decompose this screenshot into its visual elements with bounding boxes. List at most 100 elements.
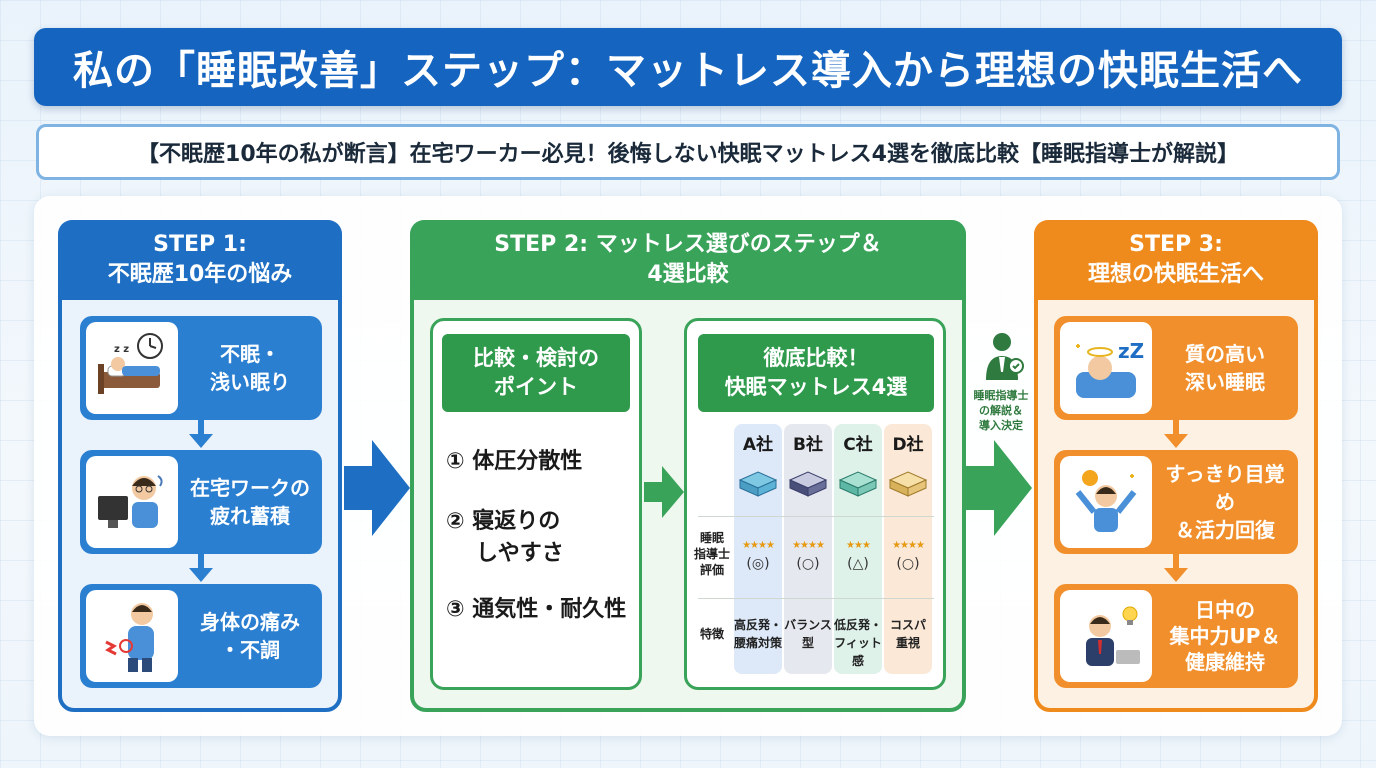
step1-card1-line2: 浅い眠り	[210, 370, 290, 394]
advisor-line3: 導入決定	[979, 419, 1023, 432]
step1-connector-stem-2	[198, 554, 204, 570]
step1-connector-stem	[198, 420, 204, 436]
step3-header: STEP 3: 理想の快眠生活へ	[1034, 220, 1318, 300]
rating-label-line1: 睡眠	[699, 531, 724, 545]
step1-card-fatigue: 在宅ワークの 疲れ蓄積	[80, 450, 322, 554]
focused-worker-lightbulb-icon	[1060, 590, 1152, 682]
company-a-feature: 高反発・ 腰痛対策	[733, 616, 783, 652]
company-c-grade: (△)	[847, 556, 869, 572]
company-a-feature-line1: 高反発・	[733, 618, 782, 632]
step1-down-arrow	[189, 434, 213, 448]
sleep-advisor-icon	[986, 333, 1024, 380]
company-a-stars: ★★★★	[742, 540, 775, 551]
company-d-label: D社	[892, 435, 924, 455]
company-a-column	[734, 424, 782, 674]
mattress-d-icon	[888, 471, 928, 497]
step3-connector-stem-2	[1173, 554, 1179, 570]
step2-header-line1: STEP 2: マットレス選びのステップ＆	[494, 232, 882, 257]
point-2-line2: しやすさ	[476, 541, 564, 566]
company-c-feature: 低反発・ フィット感	[831, 616, 885, 670]
rating-label-line2: 指導士	[694, 547, 731, 561]
step1-card3-line1: 身体の痛み	[200, 610, 300, 634]
step3-card-deep-sleep: zZ 質の高い 深い睡眠	[1054, 316, 1298, 420]
point-1-line1: ① 体圧分散性	[446, 449, 583, 474]
step1-card2-line2: 疲れ蓄積	[210, 504, 290, 528]
company-d-grade: (○)	[896, 556, 920, 572]
step1-card-pain: 身体の痛み ・不調	[80, 584, 322, 688]
advisor-line1: 睡眠指導士	[973, 389, 1029, 402]
company-b-stars: ★★★★	[792, 540, 825, 551]
company-b-feature: バランス 型	[783, 616, 833, 652]
company-d-stars: ★★★★	[892, 540, 925, 551]
company-a-label: A社	[742, 435, 774, 455]
points-to-compare-arrow	[644, 466, 684, 518]
mattress-b-icon	[788, 471, 828, 497]
company-b-feature-line1: バランス	[784, 618, 832, 632]
point-3-line1: ③ 通気性・耐久性	[446, 597, 627, 622]
compare-header-line2: 快眠マットレス4選	[724, 375, 908, 399]
company-c-stars: ★★★	[846, 540, 871, 551]
company-b-feature-line2: 型	[801, 636, 814, 650]
step1-card2-line1: 在宅ワークの	[190, 476, 310, 500]
step3-down-arrow	[1164, 434, 1188, 448]
company-c-column	[834, 424, 882, 674]
sleeping-person-clock-icon: z z	[86, 322, 178, 414]
step1-header-line2: 不眠歴10年の悩み	[107, 262, 293, 287]
step2-to-step3-arrow	[966, 440, 1032, 536]
step1-down-arrow-2	[189, 568, 213, 582]
step3-card3-line2: 集中力UP＆	[1169, 624, 1281, 648]
company-c-feature-line1: 低反発・	[833, 618, 882, 632]
step3-card1-line2: 深い睡眠	[1185, 370, 1265, 394]
company-a-feature-line2: 腰痛対策	[733, 636, 782, 650]
company-c-label: C社	[843, 435, 873, 455]
step3-header-line1: STEP 3:	[1129, 232, 1223, 257]
point-item: ③ 通気性・耐久性	[446, 594, 626, 626]
step3-card1-line1: 質の高い	[1185, 342, 1265, 366]
step3-card-focus: 日中の 集中力UP＆ 健康維持	[1054, 584, 1298, 688]
step1-header-line1: STEP 1:	[153, 232, 247, 257]
step3-connector-stem	[1173, 420, 1179, 436]
point-2-line1: ② 寝返りの	[446, 509, 561, 534]
step3-card2-line1: すっきり目覚め	[1165, 462, 1285, 514]
refreshed-person-sun-icon	[1060, 456, 1152, 548]
point-item: ② 寝返りの しやすさ	[446, 506, 564, 570]
company-b-column	[784, 424, 832, 674]
company-d-feature: コスパ 重視	[883, 616, 933, 652]
company-c-feature-line2: フィット感	[834, 636, 882, 668]
step3-card2-line2: ＆活力回復	[1175, 518, 1275, 542]
deep-sleep-person-icon: zZ	[1060, 322, 1152, 414]
step3-down-arrow-2	[1164, 568, 1188, 582]
points-header-line2: ポイント	[494, 375, 578, 399]
step3-header-line2: 理想の快眠生活へ	[1087, 262, 1264, 287]
points-header-line1: 比較・検討の	[473, 346, 599, 370]
rating-label-line3: 評価	[699, 563, 724, 577]
point-item: ① 体圧分散性	[446, 446, 582, 478]
step1-card1-line1: 不眠・	[220, 342, 280, 366]
feature-row-label: 特徴	[699, 627, 724, 641]
rating-row-label: 睡眠 指導士 評価	[694, 530, 730, 578]
mattress-c-icon	[838, 471, 878, 497]
compare-header: 徹底比較！ 快眠マットレス4選	[698, 334, 934, 412]
page-title: 私の「睡眠改善」ステップ：マットレス導入から理想の快眠生活へ	[34, 28, 1342, 106]
advisor-caption: 睡眠指導士 の解説＆ 導入決定	[968, 388, 1034, 433]
step2-header: STEP 2: マットレス選びのステップ＆ 4選比較	[410, 220, 966, 300]
page-subtitle: 【不眠歴10年の私が断言】在宅ワーカー必見！後悔しない快眠マットレス4選を徹底比…	[36, 124, 1340, 180]
step1-card-insomnia: z z 不眠・ 浅い眠り	[80, 316, 322, 420]
tired-worker-computer-icon	[86, 456, 178, 548]
company-d-feature-line1: コスパ	[889, 618, 926, 632]
step3-card3-line1: 日中の	[1195, 598, 1255, 622]
back-pain-person-icon	[86, 590, 178, 682]
mattress-a-icon	[738, 471, 778, 497]
company-d-feature-line2: 重視	[895, 636, 920, 650]
points-header: 比較・検討の ポイント	[442, 334, 630, 412]
step3-card-refresh: すっきり目覚め ＆活力回復	[1054, 450, 1298, 554]
svg-text:z z: z z	[114, 344, 129, 355]
step1-header: STEP 1: 不眠歴10年の悩み	[58, 220, 342, 300]
step3-card3-line3: 健康維持	[1185, 650, 1265, 674]
company-d-column	[884, 424, 932, 674]
company-b-label: B社	[793, 435, 823, 455]
step1-to-step2-arrow	[344, 440, 410, 536]
advisor-line2: の解説＆	[979, 404, 1023, 417]
company-a-grade: (◎)	[746, 556, 770, 572]
step2-header-line2: 4選比較	[647, 262, 729, 287]
